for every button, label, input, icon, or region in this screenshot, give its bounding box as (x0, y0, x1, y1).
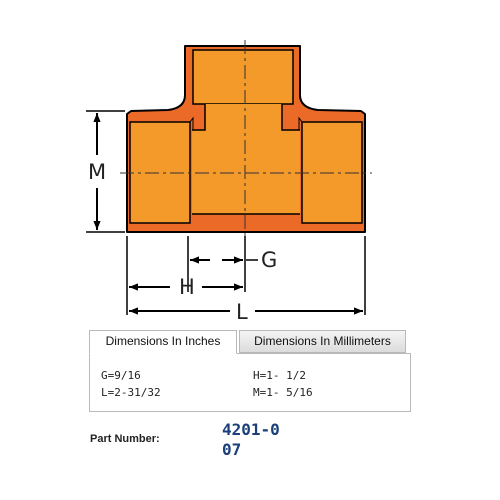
dimension-h-value: H=1- 1/2 (253, 369, 306, 382)
part-number-label: Part Number: (90, 433, 160, 445)
top-socket (192, 49, 294, 105)
l-dimension-label: L (236, 300, 248, 324)
tab-dimensions-in-millimeters[interactable]: Dimensions In Millimeters (239, 330, 406, 353)
part-number-value: 4201-007 (222, 420, 280, 459)
tab-dimensions-in-inches[interactable]: Dimensions In Inches (89, 330, 237, 354)
dimension-m-value: M=1- 5/16 (253, 386, 313, 399)
tee-fitting-drawing: M G H L (86, 40, 372, 324)
m-dimension-label: M (88, 160, 106, 184)
left-socket (129, 121, 191, 224)
left-shoulder (189, 116, 194, 130)
dimension-g-value: G=9/16 (101, 369, 141, 382)
inner-bore (192, 104, 300, 214)
g-dimension-label: G (261, 248, 277, 272)
dimension-l-value: L=2-31/32 (101, 386, 161, 399)
dimensions-panel: G=9/16 L=2-31/32 H=1- 1/2 M=1- 5/16 (89, 353, 411, 412)
h-dimension-label: H (179, 275, 195, 299)
right-shoulder (298, 116, 303, 130)
inner-bore-edge (192, 104, 300, 215)
